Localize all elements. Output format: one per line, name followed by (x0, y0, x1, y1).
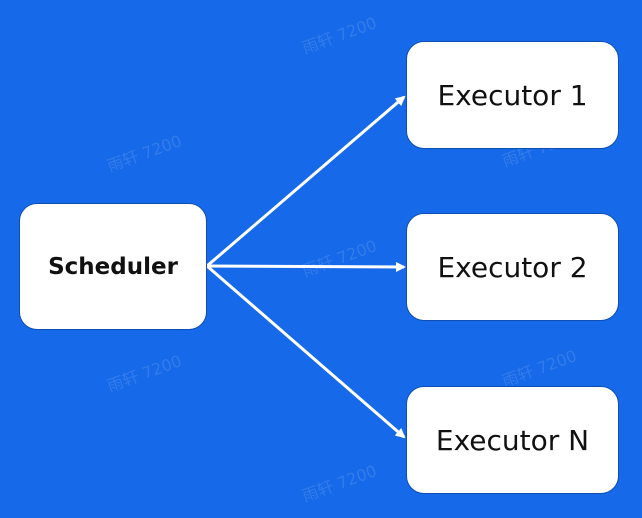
executor-2-label: Executor 2 (437, 250, 588, 284)
executor-n-node: Executor N (406, 386, 619, 494)
arrow-scheduler-to-executor-n (206, 264, 406, 439)
scheduler-label: Scheduler (48, 253, 178, 280)
executor-n-label: Executor N (435, 423, 590, 457)
scheduler-node: Scheduler (19, 203, 207, 330)
executor-1-label: Executor 1 (437, 78, 588, 112)
executor-2-node: Executor 2 (406, 213, 619, 321)
arrow-scheduler-to-executor-1 (206, 95, 406, 268)
executor-1-node: Executor 1 (406, 41, 619, 149)
arrow-scheduler-to-executor-2 (206, 261, 406, 272)
